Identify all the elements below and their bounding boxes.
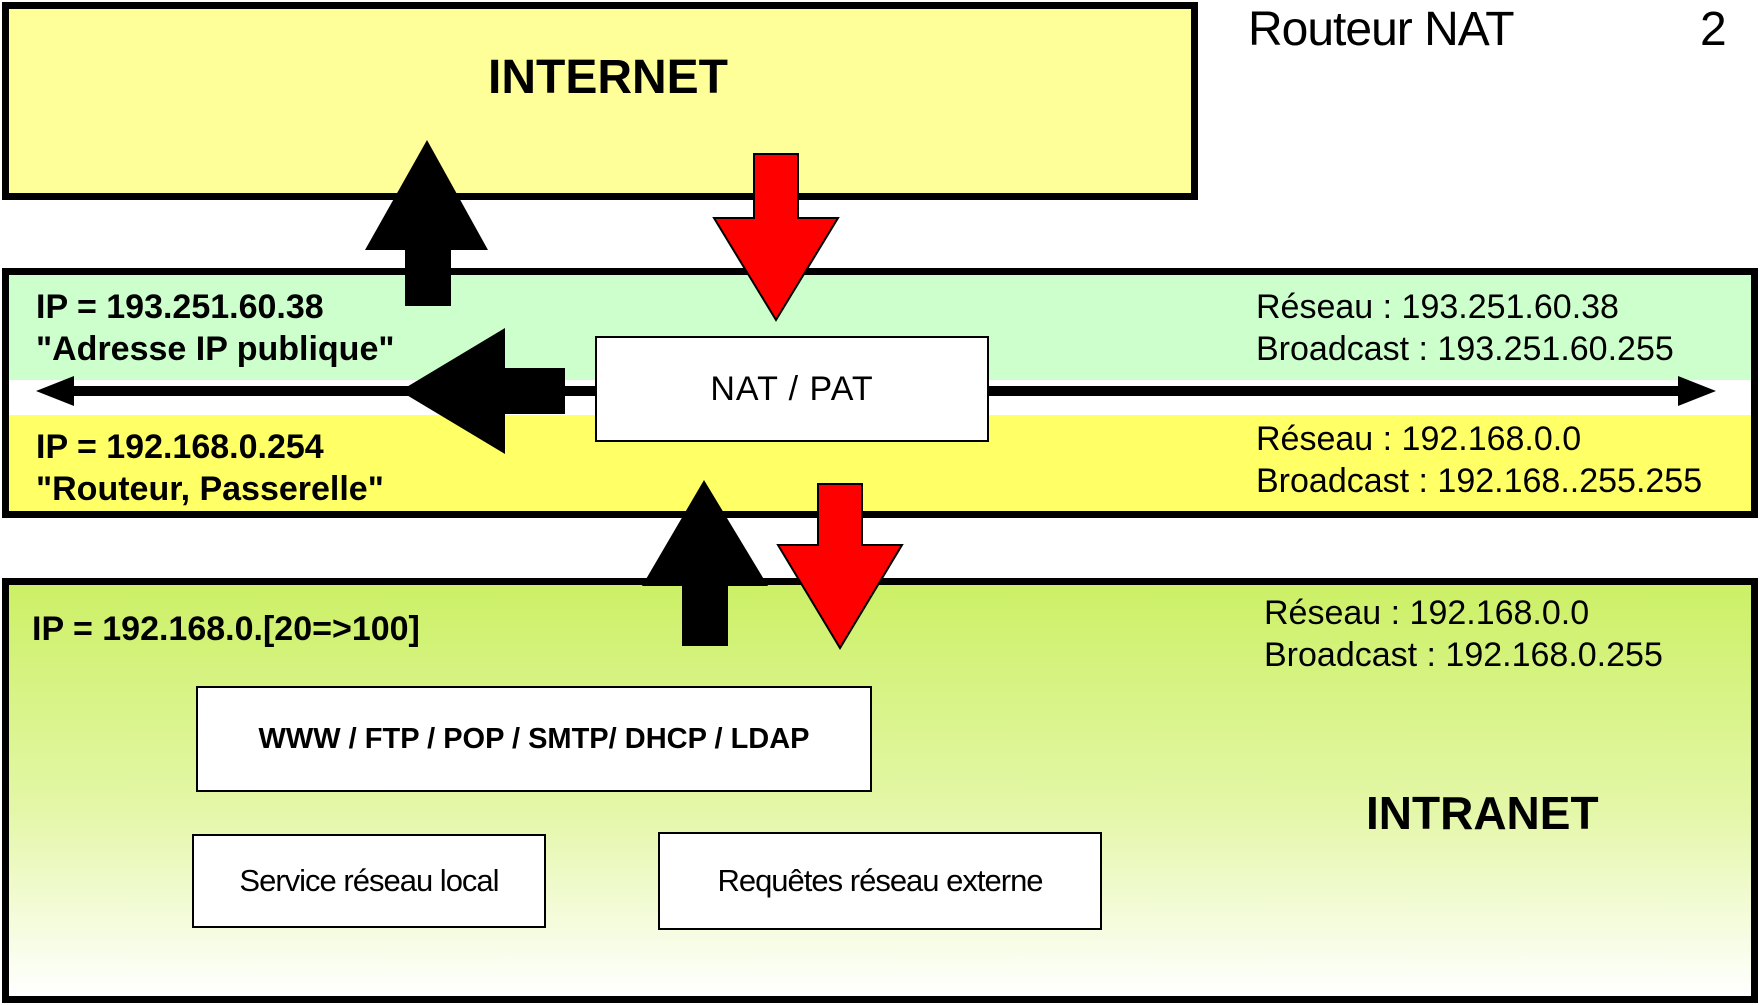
internet-zone [2, 2, 1198, 200]
intranet-label: INTRANET [1366, 787, 1599, 839]
public-ip-label: IP = 193.251.60.38 [36, 288, 324, 326]
intranet-broadcast-info: Broadcast : 192.168.0.255 [1264, 636, 1663, 674]
intranet-network-info: Réseau : 192.168.0.0 [1264, 594, 1590, 632]
private-ip-description: "Routeur, Passerelle" [36, 470, 384, 508]
services-box: WWW / FTP / POP / SMTP/ DHCP / LDAP [196, 686, 872, 792]
public-network-info: Réseau : 193.251.60.38 [1256, 288, 1619, 326]
public-ip-description: "Adresse IP publique" [36, 330, 395, 368]
public-broadcast-info: Broadcast : 193.251.60.255 [1256, 330, 1674, 368]
slide-title: Routeur NAT [1248, 3, 1515, 56]
internet-label: INTERNET [488, 50, 728, 104]
private-network-info: Réseau : 192.168.0.0 [1256, 420, 1582, 458]
local-service-box: Service réseau local [192, 834, 546, 928]
external-requests-box: Requêtes réseau externe [658, 832, 1102, 930]
slide-number: 2 [1700, 3, 1727, 56]
nat-pat-box: NAT / PAT [595, 336, 989, 442]
intranet-ip-range: IP = 192.168.0.[20=>100] [32, 610, 420, 648]
private-ip-label: IP = 192.168.0.254 [36, 428, 324, 466]
private-broadcast-info: Broadcast : 192.168..255.255 [1256, 462, 1703, 500]
